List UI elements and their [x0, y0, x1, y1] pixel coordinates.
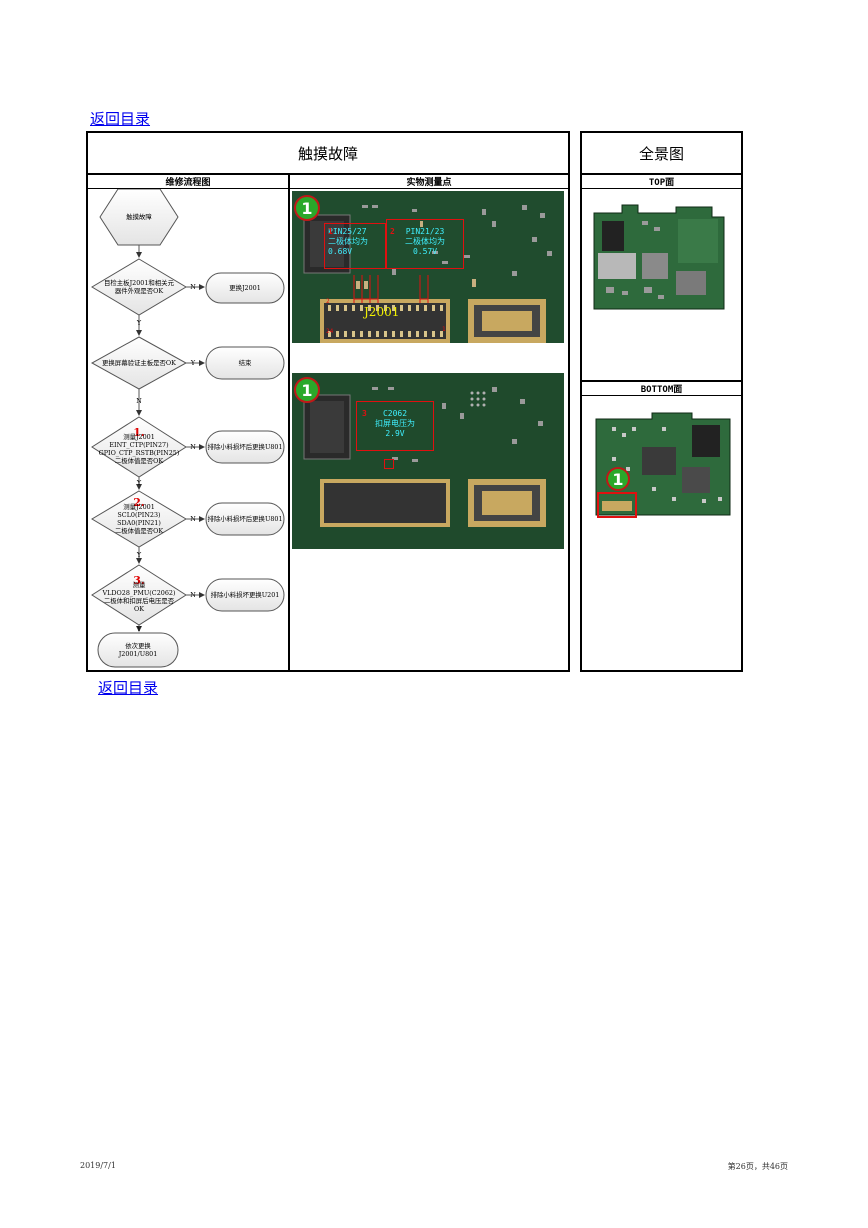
flow-question-3-text: 测量J2001 EINT_CTP(PIN27) GPIO_CTP_RSTB(PI…	[98, 433, 180, 465]
no-label: N	[190, 591, 196, 599]
column-divider	[288, 175, 290, 670]
board-bottom-overview	[595, 412, 731, 518]
yes-label: Y	[136, 551, 142, 559]
probe-label-c2062: C2062 扣屏电压为 2.9V	[375, 409, 415, 438]
pcb-photo-2: 1 3 C2062 扣屏电压为 2.9V	[292, 373, 564, 549]
action-shape-4	[205, 502, 285, 536]
probe-number-left: 1	[328, 227, 333, 236]
no-label: N	[190, 515, 196, 523]
board-top-overview	[593, 204, 725, 310]
overview-table: 全景图 TOP面 BOTTOM面 1	[580, 131, 743, 672]
main-title: 触摸故障	[88, 133, 568, 175]
flow-action-5: 排除小料损坏更换U201	[210, 591, 280, 599]
connector-label: J2001	[364, 305, 400, 319]
overview-divider	[582, 380, 741, 382]
flow-question-4: 2. 测量J2001 SCL0(PIN23) SDA0(PIN21) 二极体值是…	[96, 495, 182, 539]
pcb-photo-2-art	[292, 373, 564, 549]
probe-box-left	[324, 223, 386, 269]
flowchart-shapes	[90, 189, 285, 668]
probe-box-c2062	[356, 401, 434, 451]
main-table: 触摸故障 维修流程图 实物测量点	[86, 131, 570, 672]
flow-question-5-text: 测量 VLDO28_PMU(C2062) 二极体和扣屏后电压是否 OK	[102, 581, 176, 613]
pcb-photo-1-art	[292, 191, 564, 343]
yes-label: Y	[136, 319, 142, 327]
action-shape-5	[205, 578, 285, 612]
footer-page-number: 第26页，共46页	[727, 1162, 788, 1171]
pin-label-bottom-right: 1	[442, 326, 446, 333]
probe-label-left: PIN25/27 二极体均为 0.68V	[328, 227, 368, 256]
back-to-contents-link[interactable]: 返回目录	[90, 110, 151, 128]
flow-end: 依次更换 J2001/U801	[118, 642, 158, 658]
flow-question-1: 目检主板J2001和相关元 器件外观是否OK	[104, 279, 174, 295]
top-side-header: TOP面	[582, 175, 741, 189]
action-shape-2	[205, 346, 285, 380]
flow-action-2: 结束	[238, 359, 252, 367]
step-number-1: 1.	[133, 426, 145, 439]
step-number-2: 2.	[133, 496, 145, 509]
flow-column-header: 维修流程图	[88, 175, 288, 189]
marker-badge-photo2: 1	[294, 377, 320, 403]
yes-label: Y	[136, 625, 142, 633]
pin-label-bottom-left: 24	[326, 328, 334, 335]
marker-badge-overview: 1	[606, 467, 630, 491]
probe-number-3: 3	[362, 409, 367, 418]
yes-label: Y	[136, 479, 142, 487]
back-to-contents-link-bottom[interactable]: 返回目录	[98, 679, 159, 697]
flow-action-1: 更换J2001	[229, 284, 261, 292]
flow-action-4: 排除小料损坏后更换U801	[207, 515, 283, 523]
action-shape-1	[205, 272, 285, 304]
pin-label-top-left: 2	[326, 298, 330, 305]
photo-column-header: 实物测量点	[290, 175, 568, 189]
pcb-photo-1: 1 PIN25/27 二极体均为 0.68V PIN21/23 二极体均为 0.…	[292, 191, 564, 343]
flow-question-5: 3. 测量 VLDO28_PMU(C2062) 二极体和扣屏后电压是否 OK	[96, 571, 182, 619]
footer-date: 2019/7/1	[80, 1161, 116, 1170]
probe-box-right	[386, 219, 464, 269]
probe-point-c2062	[384, 459, 394, 469]
probe-label-right: PIN21/23 二极体均为 0.57V	[405, 227, 445, 256]
repair-flowchart: 触摸故障 目检主板J2001和相关元 器件外观是否OK 更换J2001 更换屏幕…	[88, 189, 288, 670]
end-shape	[97, 632, 179, 668]
flow-question-4-text: 测量J2001 SCL0(PIN23) SDA0(PIN21) 二极体值是否OK	[114, 503, 164, 535]
yes-label: Y	[190, 359, 196, 367]
flow-question-3: 1. 测量J2001 EINT_CTP(PIN27) GPIO_CTP_RSTB…	[96, 425, 182, 469]
step-number-3: 3.	[133, 574, 145, 587]
start-shape	[99, 189, 179, 246]
overview-title: 全景图	[582, 133, 741, 175]
flow-action-3: 排除小料损坏后更换U801	[207, 443, 283, 451]
no-label: N	[190, 283, 196, 291]
bottom-side-header: BOTTOM面	[582, 382, 741, 396]
marker-badge-photo1: 1	[294, 195, 320, 221]
no-label: N	[136, 397, 142, 405]
action-shape-3	[205, 430, 285, 464]
flow-start: 触摸故障	[126, 213, 152, 221]
no-label: N	[190, 443, 196, 451]
probe-number-right: 2	[390, 227, 395, 236]
flow-question-2: 更换屏幕验证主板是否OK	[102, 359, 176, 367]
